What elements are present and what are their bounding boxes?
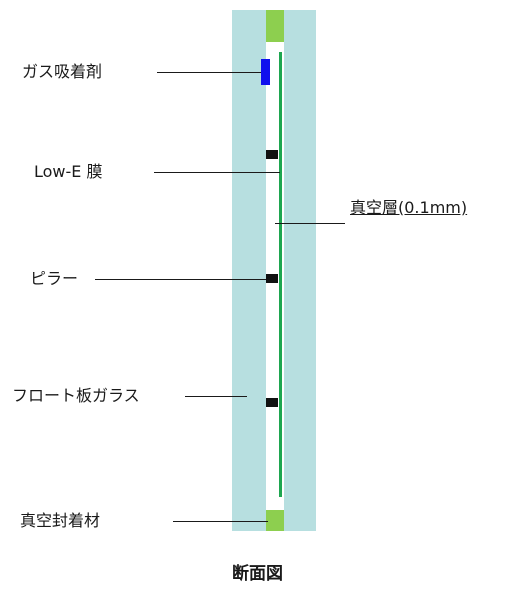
float-glass-label: フロート板ガラス bbox=[12, 386, 140, 405]
right-glass-pane bbox=[284, 10, 316, 531]
sealant-label: 真空封着材 bbox=[20, 511, 101, 530]
getter-block bbox=[261, 59, 270, 85]
sealant-bottom bbox=[266, 510, 284, 531]
getter-leader-line bbox=[157, 72, 261, 73]
pillar-label: ピラー bbox=[30, 269, 79, 288]
lowe-label: Low-E 膜 bbox=[34, 162, 103, 181]
lowe-leader-line bbox=[154, 172, 280, 173]
sealant-top bbox=[266, 10, 284, 42]
getter-label: ガス吸着剤 bbox=[22, 62, 103, 81]
lowe-film bbox=[279, 52, 282, 497]
diagram-caption: 断面図 bbox=[232, 564, 283, 584]
pillar bbox=[266, 274, 278, 283]
pillar-leader-line bbox=[95, 279, 266, 280]
pillar bbox=[266, 398, 278, 407]
vacuum-layer-label: 真空層(0.1mm) bbox=[350, 198, 468, 217]
left-glass-pane bbox=[232, 10, 266, 531]
float-glass-leader-line bbox=[185, 396, 247, 397]
vacuum-leader-line bbox=[275, 223, 345, 224]
sealant-leader-line bbox=[173, 521, 268, 522]
pillar bbox=[266, 150, 278, 159]
